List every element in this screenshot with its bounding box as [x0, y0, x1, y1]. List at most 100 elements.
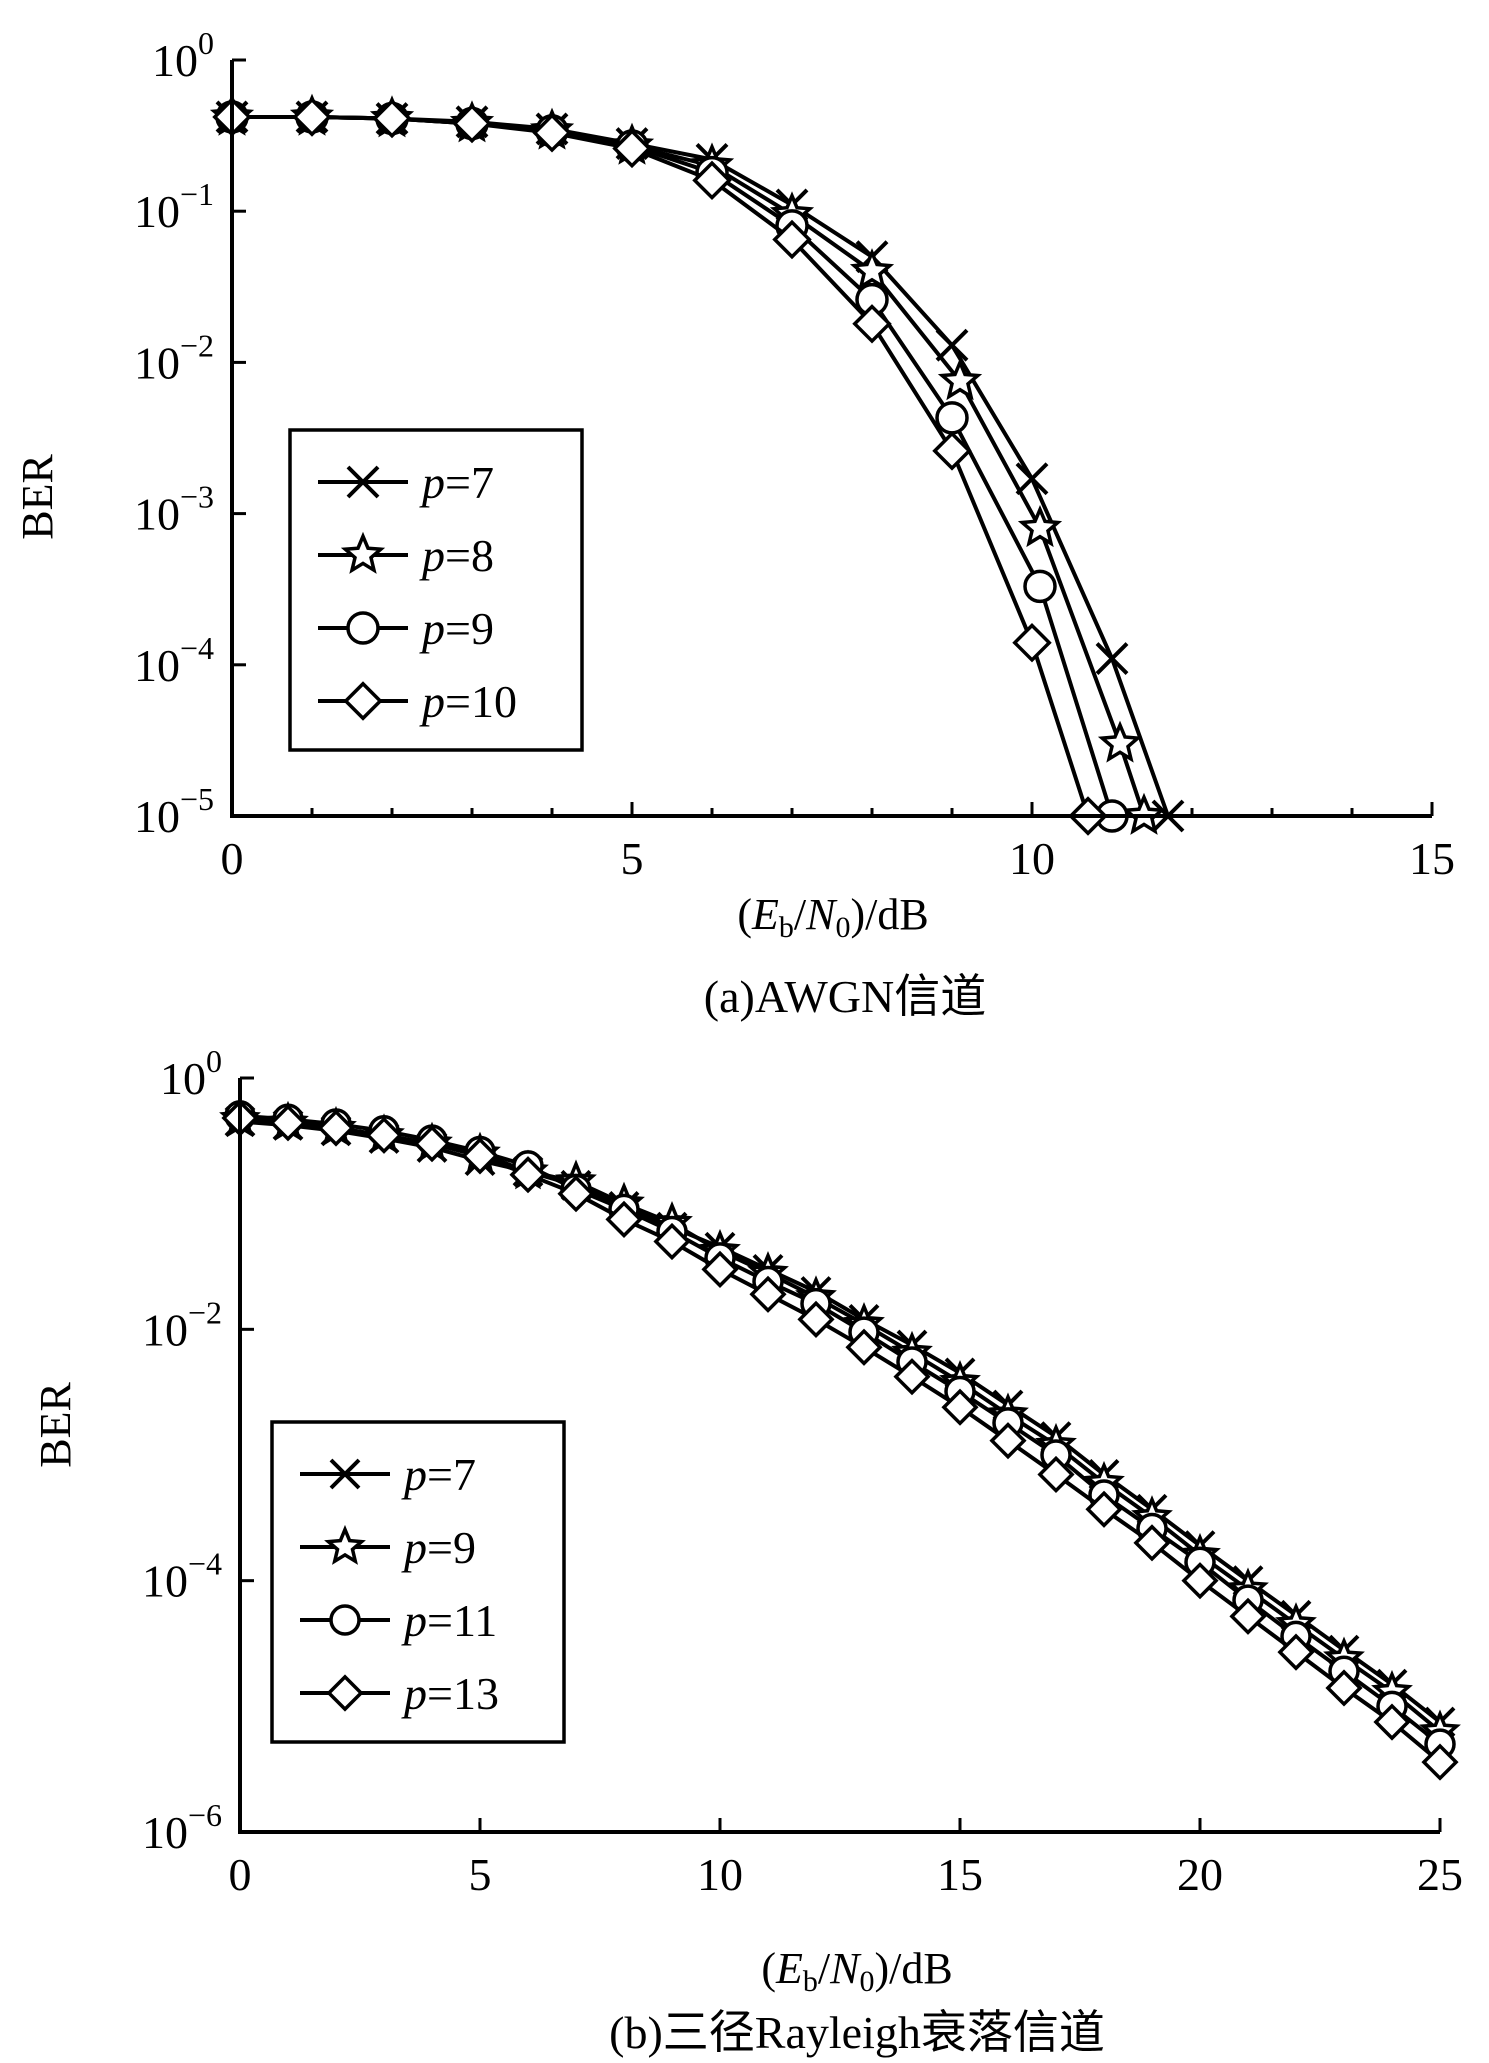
awgn-data-point	[772, 219, 812, 260]
awgn-series	[209, 93, 1185, 836]
awgn-data-point	[1017, 504, 1063, 548]
x-tick-label: 10	[697, 1849, 743, 1900]
legend-entry: p=11	[300, 1595, 497, 1646]
rayleigh-data-point	[509, 1156, 547, 1194]
legend-marker	[343, 681, 383, 721]
awgn-data-point	[932, 431, 972, 471]
legend-entry: p=10	[318, 676, 517, 727]
awgn-caption: (a)AWGN信道	[704, 971, 986, 1022]
rayleigh-data-point	[269, 1104, 307, 1142]
rayleigh-data-point	[1181, 1562, 1219, 1600]
rayleigh-series	[219, 1097, 1461, 1781]
awgn-data-point	[612, 128, 652, 169]
legend-marker	[340, 531, 386, 574]
rayleigh-data-point	[941, 1388, 979, 1426]
awgn-data-point	[532, 113, 572, 153]
y-tick-label: 100	[152, 25, 214, 86]
rayleigh-data-point	[1373, 1703, 1411, 1741]
rayleigh-caption: (b)三径Rayleigh衰落信道	[609, 2007, 1105, 2058]
legend-marker	[329, 1458, 361, 1490]
legend-label: p=7	[401, 1449, 476, 1500]
awgn-axis-frame	[230, 60, 1432, 818]
awgn-y-axis-label: BER	[13, 454, 62, 540]
x-tick-label: 0	[229, 1849, 252, 1900]
y-tick-label: 100	[160, 1043, 222, 1104]
legend-entry: p=7	[318, 457, 494, 508]
rayleigh-x-axis-label: (Eb/N0)/dB	[761, 1944, 952, 1998]
awgn-series-3	[212, 97, 1108, 836]
legend-label: p=11	[401, 1595, 497, 1646]
x-tick-label: 15	[1409, 833, 1455, 884]
awgn-legend: p=7 p=8 p=9 p=10	[288, 428, 584, 752]
legend-label: p=7	[419, 457, 494, 508]
legend-marker	[324, 1524, 366, 1565]
rayleigh-y-axis-label: BER	[31, 1382, 80, 1468]
rayleigh-data-point	[1325, 1669, 1363, 1707]
rayleigh-data-point	[1037, 1455, 1075, 1494]
legend-label: p=8	[419, 530, 494, 581]
awgn-data-point	[452, 103, 492, 144]
rayleigh-data-point	[1229, 1597, 1267, 1635]
rayleigh-data-point	[605, 1200, 643, 1238]
legend-entry: p=8	[318, 530, 494, 581]
rayleigh-data-point	[365, 1116, 403, 1154]
x-tick-label: 15	[937, 1849, 983, 1900]
y-tick-label: 10−4	[134, 630, 214, 691]
awgn-data-point	[935, 401, 969, 435]
awgn-data-point	[1095, 642, 1129, 675]
awgn-data-point	[849, 248, 895, 291]
rayleigh-data-point	[701, 1250, 739, 1288]
legend-marker	[329, 1604, 361, 1636]
awgn-data-point	[937, 357, 983, 401]
rayleigh-data-point	[893, 1358, 931, 1396]
awgn-data-point	[692, 160, 732, 201]
rayleigh-data-point	[845, 1328, 883, 1366]
x-tick-label: 10	[1009, 833, 1055, 884]
rayleigh-data-point	[1085, 1490, 1123, 1528]
legend-entry: p=9	[318, 603, 494, 654]
rayleigh-data-point	[749, 1275, 787, 1313]
y-tick-label: 10−2	[142, 1294, 222, 1355]
legend-marker	[346, 465, 380, 499]
awgn-data-point	[1097, 720, 1143, 763]
awgn-data-point	[935, 328, 969, 362]
awgn-x-axis-label: (Eb/N0)/dB	[737, 890, 928, 944]
rayleigh-data-point	[557, 1175, 595, 1213]
x-tick-label: 5	[469, 1849, 492, 1900]
legend-label: p=10	[419, 676, 517, 727]
rayleigh-data-point	[461, 1137, 499, 1175]
y-tick-label: 10−2	[134, 327, 214, 388]
rayleigh-data-point	[1277, 1633, 1315, 1671]
x-tick-label: 5	[621, 833, 644, 884]
legend-label: p=9	[419, 603, 494, 654]
legend-marker	[326, 1674, 364, 1712]
rayleigh-data-point	[317, 1109, 355, 1147]
rayleigh-data-point	[1421, 1743, 1459, 1781]
rayleigh-axis-frame	[238, 1078, 1440, 1834]
awgn-data-point	[292, 97, 332, 137]
rayleigh-data-point	[797, 1300, 835, 1338]
legend-entry: p=9	[300, 1522, 476, 1573]
rayleigh-data-point	[989, 1422, 1027, 1460]
y-tick-label: 10−3	[134, 479, 214, 540]
rayleigh-legend: p=7 p=9 p=11 p=13	[270, 1420, 566, 1744]
awgn-data-point	[1015, 462, 1049, 496]
legend-label: p=13	[401, 1668, 499, 1719]
rayleigh-data-point	[413, 1125, 451, 1163]
legend-marker	[346, 611, 380, 645]
awgn-data-point	[1023, 569, 1057, 604]
awgn-data-point	[372, 98, 412, 139]
y-tick-label: 10−5	[134, 781, 214, 842]
awgn-data-point	[852, 304, 892, 344]
x-tick-label: 0	[221, 833, 244, 884]
rayleigh-data-point	[1133, 1524, 1171, 1562]
x-tick-label: 20	[1177, 1849, 1223, 1900]
legend-entry: p=7	[300, 1449, 476, 1500]
legend-entry: p=13	[300, 1668, 499, 1719]
x-tick-label: 25	[1417, 1849, 1463, 1900]
